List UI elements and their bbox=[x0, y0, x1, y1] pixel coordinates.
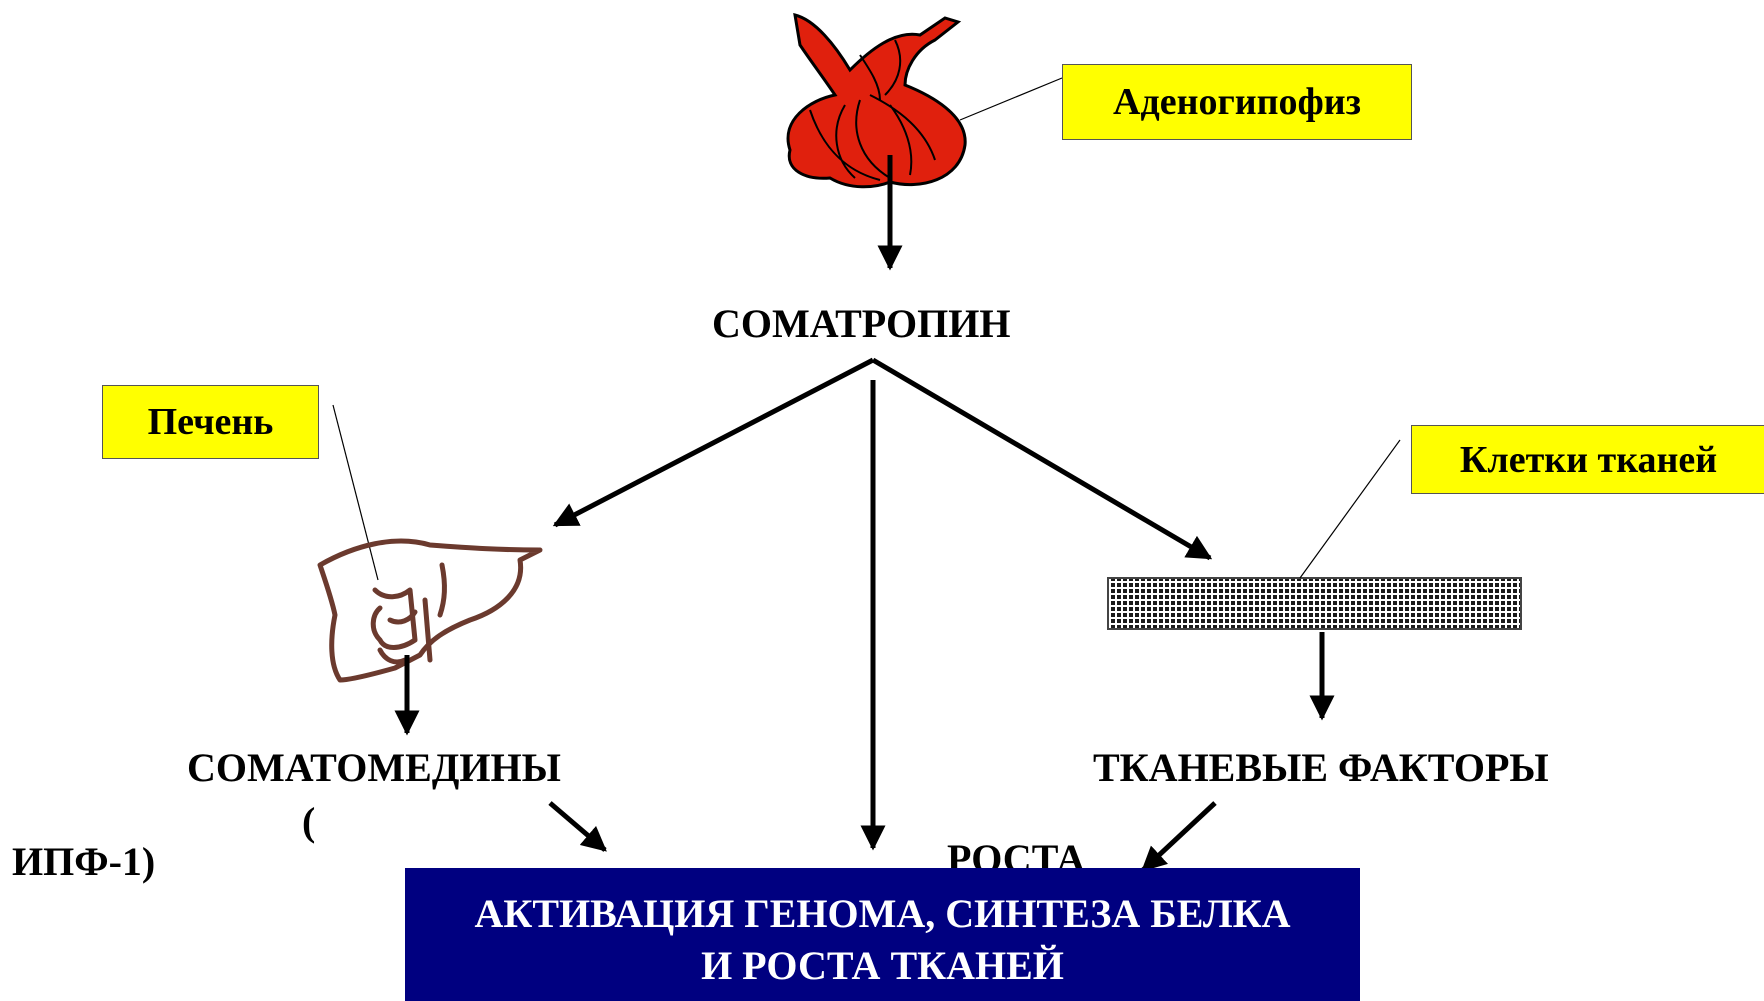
liver-icon bbox=[320, 541, 540, 680]
cells-callout: Клетки тканей bbox=[1411, 425, 1764, 494]
liver-callout-label: Печень bbox=[148, 400, 274, 444]
pituitary-gland-icon bbox=[788, 15, 965, 187]
result-line-2: И РОСТА ТКАНЕЙ bbox=[701, 940, 1064, 992]
somatomedins-paren: ( bbox=[302, 798, 315, 845]
pituitary-callout-label: Аденогипофиз bbox=[1113, 80, 1361, 124]
tissue-mesh-icon bbox=[1108, 578, 1521, 629]
tissue-factors-label: ТКАНЕВЫЕ ФАКТОРЫ bbox=[1093, 744, 1549, 791]
arrow-factors-to-result bbox=[1143, 803, 1215, 870]
ipf-label: ИПФ-1) bbox=[12, 838, 155, 885]
arrow-somatropin-to-tissue bbox=[873, 360, 1210, 558]
arrow-somatomedins-to-result bbox=[550, 803, 605, 850]
pituitary-callout: Аденогипофиз bbox=[1062, 64, 1412, 140]
pituitary-callout-leader bbox=[960, 78, 1062, 120]
arrow-somatropin-to-liver bbox=[555, 360, 873, 525]
result-box: АКТИВАЦИЯ ГЕНОМА, СИНТЕЗА БЕЛКА И РОСТА … bbox=[405, 868, 1360, 1001]
somatropin-label: СОМАТРОПИН bbox=[712, 300, 1010, 347]
cells-callout-leader bbox=[1300, 440, 1400, 578]
pituitary-body bbox=[788, 15, 965, 187]
result-line-1: АКТИВАЦИЯ ГЕНОМА, СИНТЕЗА БЕЛКА bbox=[474, 888, 1290, 940]
liver-callout: Печень bbox=[102, 385, 319, 459]
cells-callout-label: Клетки тканей bbox=[1460, 438, 1717, 482]
somatomedins-label: СОМАТОМЕДИНЫ bbox=[187, 744, 561, 791]
